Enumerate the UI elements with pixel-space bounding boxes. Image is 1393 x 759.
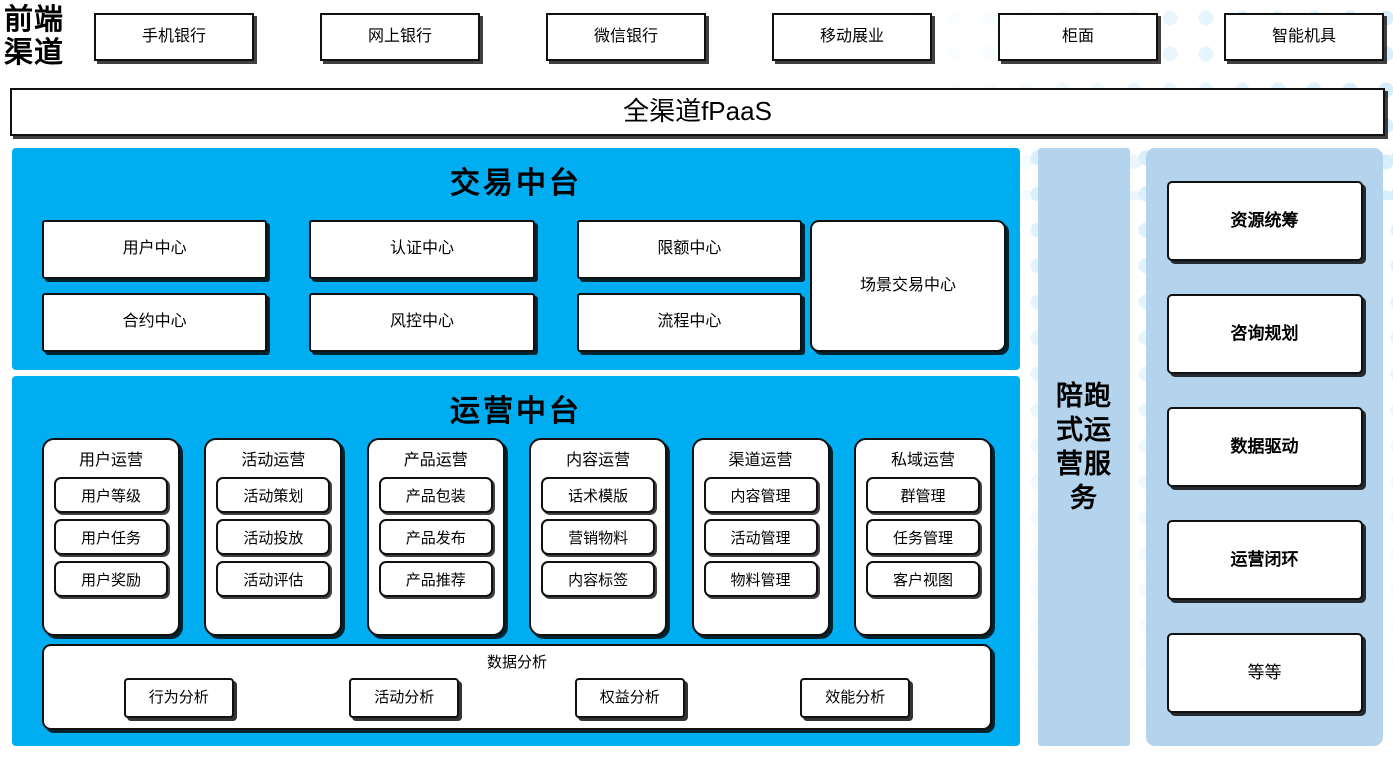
ops-item[interactable]: 活动策划 xyxy=(216,477,331,513)
trade-center-scene-transaction[interactable]: 场景交易中心 xyxy=(810,220,1006,352)
channel-counter[interactable]: 柜面 xyxy=(998,13,1158,61)
ops-column-private-domain: 私域运营 群管理 任务管理 客户视图 xyxy=(853,438,992,636)
ops-item[interactable]: 营销物料 xyxy=(541,519,656,555)
channel-mobile-bank[interactable]: 手机银行 xyxy=(94,13,254,61)
data-analysis-item-efficiency[interactable]: 效能分析 xyxy=(800,678,911,718)
capability-etc[interactable]: 等等 xyxy=(1166,633,1363,713)
ops-column-content: 内容运营 话术模版 营销物料 内容标签 xyxy=(529,438,668,636)
front-channel-label-line2: 渠道 xyxy=(4,37,65,69)
ops-column-title: 渠道运营 xyxy=(728,452,793,469)
ops-column-title: 内容运营 xyxy=(566,452,631,469)
ops-item[interactable]: 用户奖励 xyxy=(54,561,168,597)
ops-item[interactable]: 话术模版 xyxy=(541,477,656,513)
ops-column-title: 活动运营 xyxy=(241,452,306,469)
ops-item[interactable]: 内容标签 xyxy=(541,561,656,597)
trade-center-riskcontrol[interactable]: 风控中心 xyxy=(309,293,535,352)
capability-resource-coordination[interactable]: 资源统筹 xyxy=(1166,181,1363,261)
trade-middle-platform-panel: 交易中台 用户中心 认证中心 限额中心 合约中心 风控中心 流程中心 场景交易中… xyxy=(12,148,1020,370)
ops-item[interactable]: 产品发布 xyxy=(378,519,493,555)
data-analysis-item-behavior[interactable]: 行为分析 xyxy=(123,678,234,718)
capability-operation-closed-loop[interactable]: 运营闭环 xyxy=(1166,520,1363,600)
data-analysis-title: 数据分析 xyxy=(486,654,547,671)
ops-item[interactable]: 物料管理 xyxy=(703,561,818,597)
accompany-operation-service-label: 陪跑式运营服务 xyxy=(1056,381,1112,513)
ops-column-title: 用户运营 xyxy=(78,452,143,469)
ops-column-user: 用户运营 用户等级 用户任务 用户奖励 xyxy=(42,438,180,636)
trade-center-user[interactable]: 用户中心 xyxy=(42,220,268,279)
ops-item[interactable]: 客户视图 xyxy=(865,561,980,597)
ops-item[interactable]: 产品包装 xyxy=(378,477,493,513)
channel-mobile-business[interactable]: 移动展业 xyxy=(772,13,932,61)
ops-item[interactable]: 任务管理 xyxy=(865,519,980,555)
service-capability-panel: 资源统筹 咨询规划 数据驱动 运营闭环 等等 xyxy=(1146,148,1383,746)
operations-columns: 用户运营 用户等级 用户任务 用户奖励 活动运营 活动策划 活动投放 活动评估 … xyxy=(42,438,992,636)
front-channel-label: 前端 渠道 xyxy=(4,4,88,70)
data-analysis-item-activity[interactable]: 活动分析 xyxy=(349,678,460,718)
channel-online-bank[interactable]: 网上银行 xyxy=(320,13,480,61)
accompany-operation-service-bar: 陪跑式运营服务 xyxy=(1038,148,1130,746)
channel-smart-machine[interactable]: 智能机具 xyxy=(1224,13,1384,61)
ops-item[interactable]: 用户等级 xyxy=(54,477,168,513)
trade-platform-title: 交易中台 xyxy=(450,167,582,200)
channel-wechat-bank[interactable]: 微信银行 xyxy=(546,13,706,61)
ops-item[interactable]: 用户任务 xyxy=(54,519,168,555)
trade-center-contract[interactable]: 合约中心 xyxy=(42,293,268,352)
ops-column-title: 私域运营 xyxy=(890,452,955,469)
ops-column-product: 产品运营 产品包装 产品发布 产品推荐 xyxy=(366,438,505,636)
ops-item[interactable]: 活动管理 xyxy=(703,519,818,555)
capability-consulting-planning[interactable]: 咨询规划 xyxy=(1166,294,1363,374)
operations-platform-title: 运营中台 xyxy=(450,395,582,428)
operations-middle-platform-panel: 运营中台 用户运营 用户等级 用户任务 用户奖励 活动运营 活动策划 活动投放 … xyxy=(12,376,1020,746)
trade-center-limit[interactable]: 限额中心 xyxy=(576,220,802,279)
front-channel-row: 手机银行 网上银行 微信银行 移动展业 柜面 智能机具 xyxy=(94,12,1384,62)
data-analysis-row: 行为分析 活动分析 权益分析 效能分析 xyxy=(44,678,990,718)
ops-item[interactable]: 活动评估 xyxy=(216,561,331,597)
ops-item[interactable]: 群管理 xyxy=(865,477,980,513)
capability-data-driven[interactable]: 数据驱动 xyxy=(1166,407,1363,487)
ops-item[interactable]: 活动投放 xyxy=(216,519,331,555)
front-channel-label-line1: 前端 xyxy=(4,4,65,36)
omnichannel-fpaas-bar[interactable]: 全渠道fPaaS xyxy=(10,88,1385,136)
trade-center-process[interactable]: 流程中心 xyxy=(576,293,802,352)
ops-column-channel: 渠道运营 内容管理 活动管理 物料管理 xyxy=(691,438,830,636)
data-analysis-item-rights[interactable]: 权益分析 xyxy=(574,678,685,718)
trade-centers-grid: 用户中心 认证中心 限额中心 合约中心 风控中心 流程中心 xyxy=(42,220,802,352)
ops-item[interactable]: 产品推荐 xyxy=(378,561,493,597)
trade-center-auth[interactable]: 认证中心 xyxy=(309,220,535,279)
ops-column-title: 产品运营 xyxy=(403,452,468,469)
ops-item[interactable]: 内容管理 xyxy=(703,477,818,513)
data-analysis-section: 数据分析 行为分析 活动分析 权益分析 效能分析 xyxy=(42,644,992,730)
ops-column-activity: 活动运营 活动策划 活动投放 活动评估 xyxy=(204,438,343,636)
